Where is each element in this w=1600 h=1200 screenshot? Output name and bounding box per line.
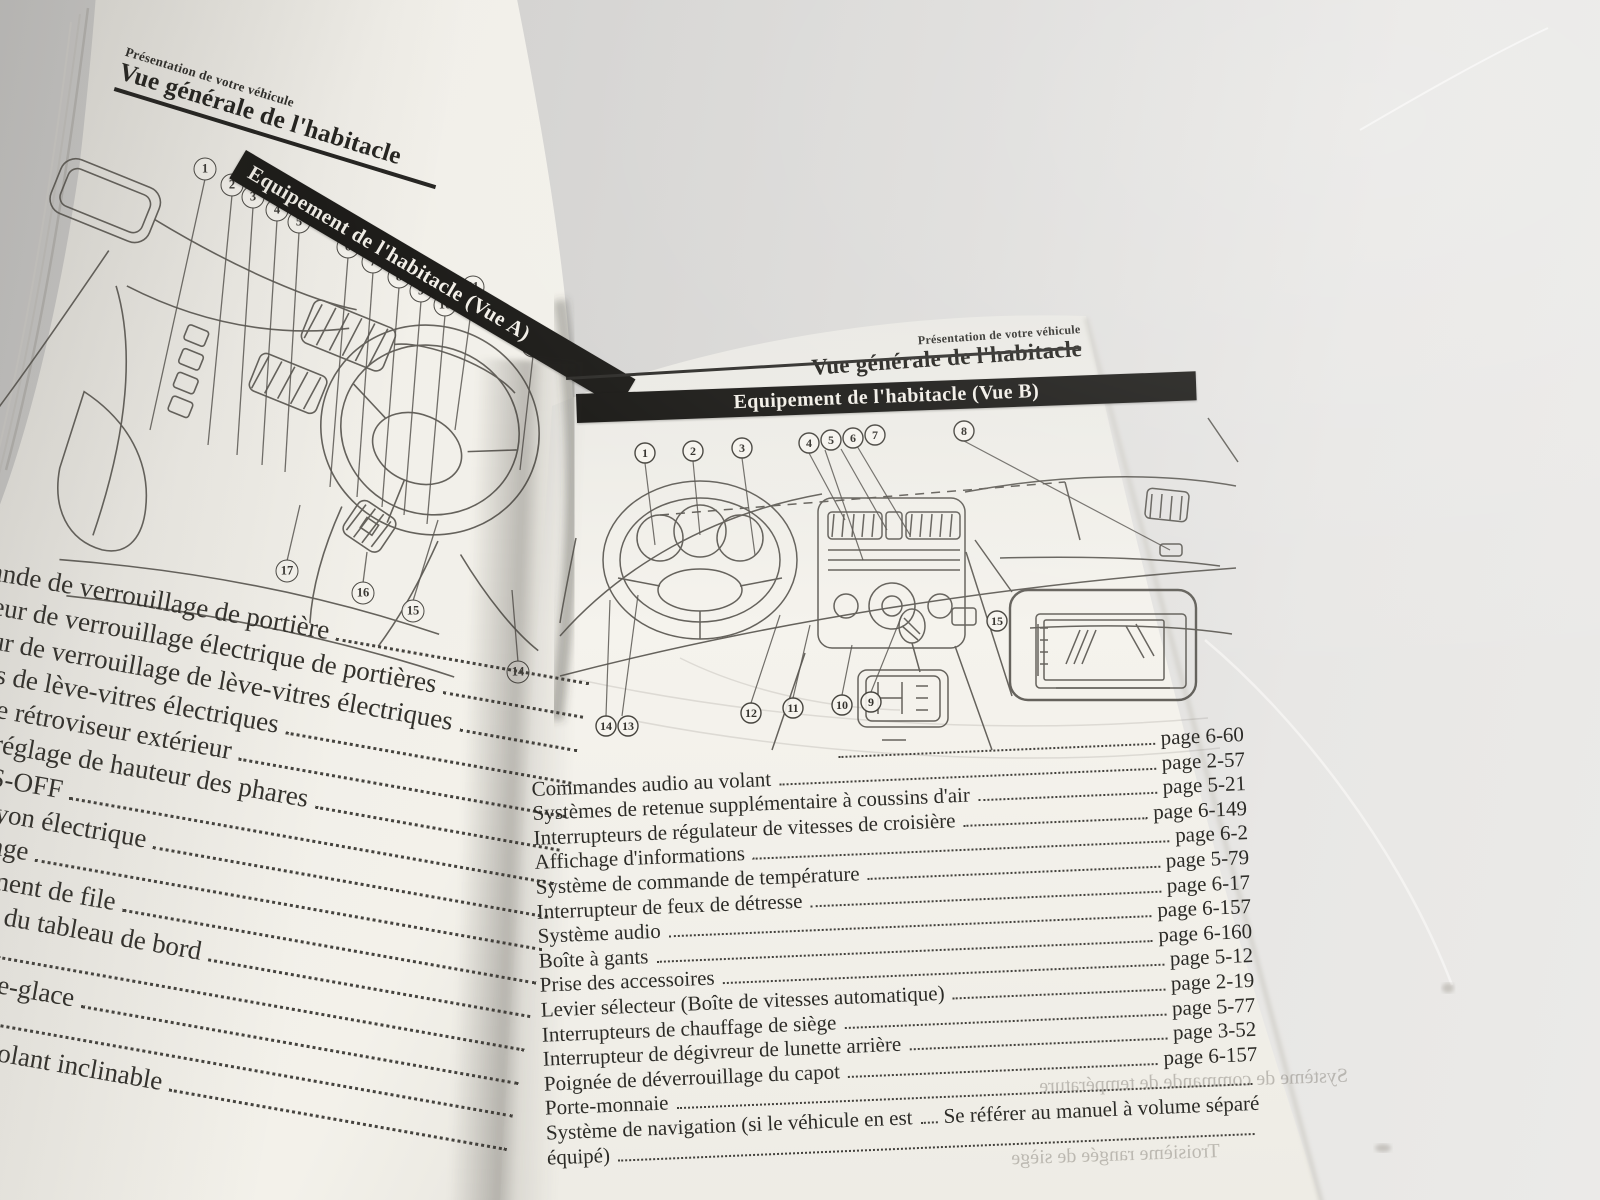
svg-text:7: 7 [872,428,878,442]
table-smudge [1375,1144,1391,1152]
navigation-inset [1008,588,1198,702]
callout-circle: 14 [506,660,530,684]
callout-circles: 1 2 3 4 5 6 7 8 14 13 12 11 10 9 15 [595,420,1008,737]
right-page [500,315,1321,1200]
svg-text:14: 14 [600,719,612,733]
steering-wheel [602,480,798,640]
page-edge-line [0,13,81,475]
svg-text:6: 6 [850,431,856,445]
door-armrest [57,390,148,552]
svg-text:9: 9 [868,695,874,709]
svg-text:5: 5 [828,433,834,447]
table-scratch [1359,27,1549,131]
passenger-dash [999,487,1233,635]
pedal [342,499,397,553]
rearview-mirror [49,157,162,244]
svg-text:11: 11 [787,701,798,715]
left-toc-list: ande de verrouillage de portière teur de… [0,556,599,1162]
svg-text:4: 4 [806,436,812,450]
table-smudge [1442,983,1454,993]
callout-circle: 16 [351,581,375,605]
dashed-reference-line [659,481,1066,516]
glovebox-handle [1159,543,1183,557]
svg-text:2: 2 [690,444,696,458]
svg-text:13: 13 [622,719,634,733]
dashboard-diagram-vue-b: 1 2 3 4 5 6 7 8 14 13 12 11 10 9 15 [559,417,1239,759]
callout-circle: 1 [193,157,217,181]
window-switches [167,324,210,419]
dotted-leader [920,1121,938,1124]
toc-page-ref: page 6-2 [1174,820,1249,848]
center-stack [817,497,966,649]
shifter-console [771,607,993,751]
interior-diagram-vue-a [0,157,540,678]
svg-text:3: 3 [739,441,745,455]
table-scratch [1204,639,1454,986]
steering-wheel [319,324,540,536]
callout-circle: 15 [401,599,425,623]
svg-text:1: 1 [642,446,648,460]
page-edge-line [0,21,72,449]
left-page [0,0,575,1200]
svg-text:12: 12 [745,706,757,720]
svg-text:8: 8 [961,424,967,438]
svg-text:15: 15 [991,614,1003,628]
page-edge-line [4,7,90,471]
fore-edge [1084,317,1323,1200]
callout-circle: 17 [275,559,299,583]
toc-item-label: équipé) [546,1142,611,1170]
svg-text:10: 10 [836,698,848,712]
